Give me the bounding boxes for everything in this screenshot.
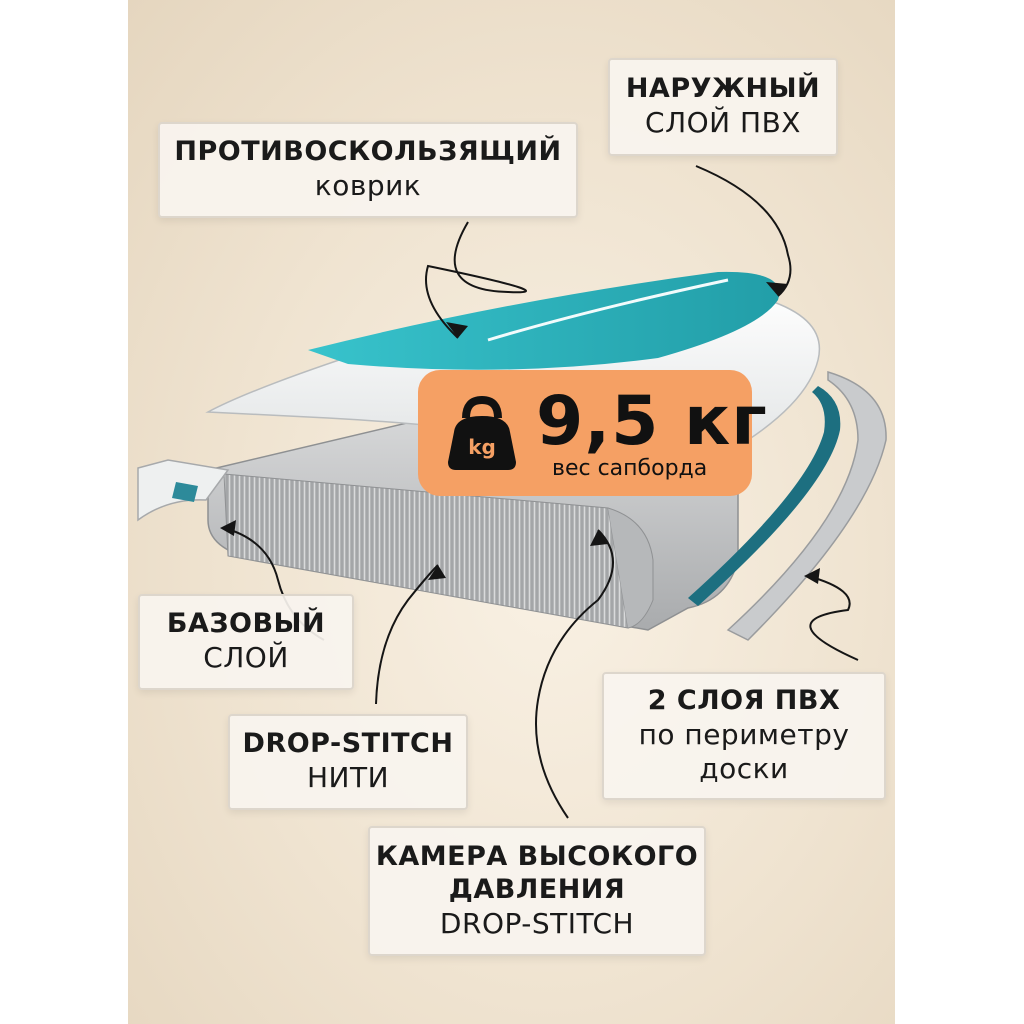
weight-caption: вес сапборда: [552, 456, 708, 481]
label-base-layer: БАЗОВЫЙ СЛОЙ: [138, 594, 354, 690]
label-outer-pvc-line2: СЛОЙ ПВХ: [645, 106, 801, 140]
label-chamber-line2: ДАВЛЕНИЯ: [448, 873, 626, 905]
arrow-chamber: [535, 529, 614, 819]
label-base-layer-line2: СЛОЙ: [203, 641, 289, 675]
weight-badge: kg 9,5 кг вес сапборда: [418, 370, 767, 496]
label-two-pvc-line1: 2 СЛОЯ ПВХ: [647, 685, 841, 717]
label-drop-stitch-line1: DROP-STITCH: [242, 728, 454, 760]
perimeter-pvc-strip-outer: [726, 370, 887, 641]
label-two-pvc-layers: 2 СЛОЯ ПВХ по периметру доски: [602, 672, 886, 800]
kettlebell-icon: kg: [448, 396, 516, 470]
perimeter-pvc-strip-teal: [688, 386, 841, 606]
label-anti-slip-mat: ПРОТИВОСКОЛЬЗЯЩИЙ коврик: [158, 122, 578, 218]
label-drop-stitch-threads: DROP-STITCH НИТИ: [228, 714, 468, 810]
label-high-pressure-chamber: КАМЕРА ВЫСОКОГО ДАВЛЕНИЯ DROP-STITCH: [368, 826, 706, 956]
label-outer-pvc-line1: НАРУЖНЫЙ: [625, 73, 821, 105]
arrow-anti-slip: [425, 221, 527, 339]
arrow-perimeter: [807, 575, 859, 661]
label-outer-pvc: НАРУЖНЫЙ СЛОЙ ПВХ: [608, 58, 838, 156]
kettlebell-icon-text: kg: [468, 435, 496, 459]
label-anti-slip-line2: коврик: [314, 169, 422, 203]
label-chamber-line1: КАМЕРА ВЫСОКОГО: [375, 840, 699, 872]
infographic-canvas: ПРОТИВОСКОЛЬЗЯЩИЙ коврик НАРУЖНЫЙ СЛОЙ П…: [128, 0, 895, 1024]
label-two-pvc-line2: по периметру: [638, 718, 850, 752]
anti-slip-deck-pad: [308, 271, 780, 370]
label-base-layer-line1: БАЗОВЫЙ: [166, 608, 326, 640]
arrow-heads: [220, 282, 820, 584]
arrow-drop-stitch: [375, 564, 439, 705]
label-chamber-line3: DROP-STITCH: [439, 906, 635, 940]
weight-value: 9,5 кг: [536, 382, 768, 461]
arrow-outer-pvc: [695, 165, 792, 297]
label-two-pvc-line3: доски: [699, 752, 789, 786]
label-drop-stitch-line2: НИТИ: [306, 761, 390, 795]
label-anti-slip-line1: ПРОТИВОСКОЛЬЗЯЩИЙ: [174, 136, 562, 168]
